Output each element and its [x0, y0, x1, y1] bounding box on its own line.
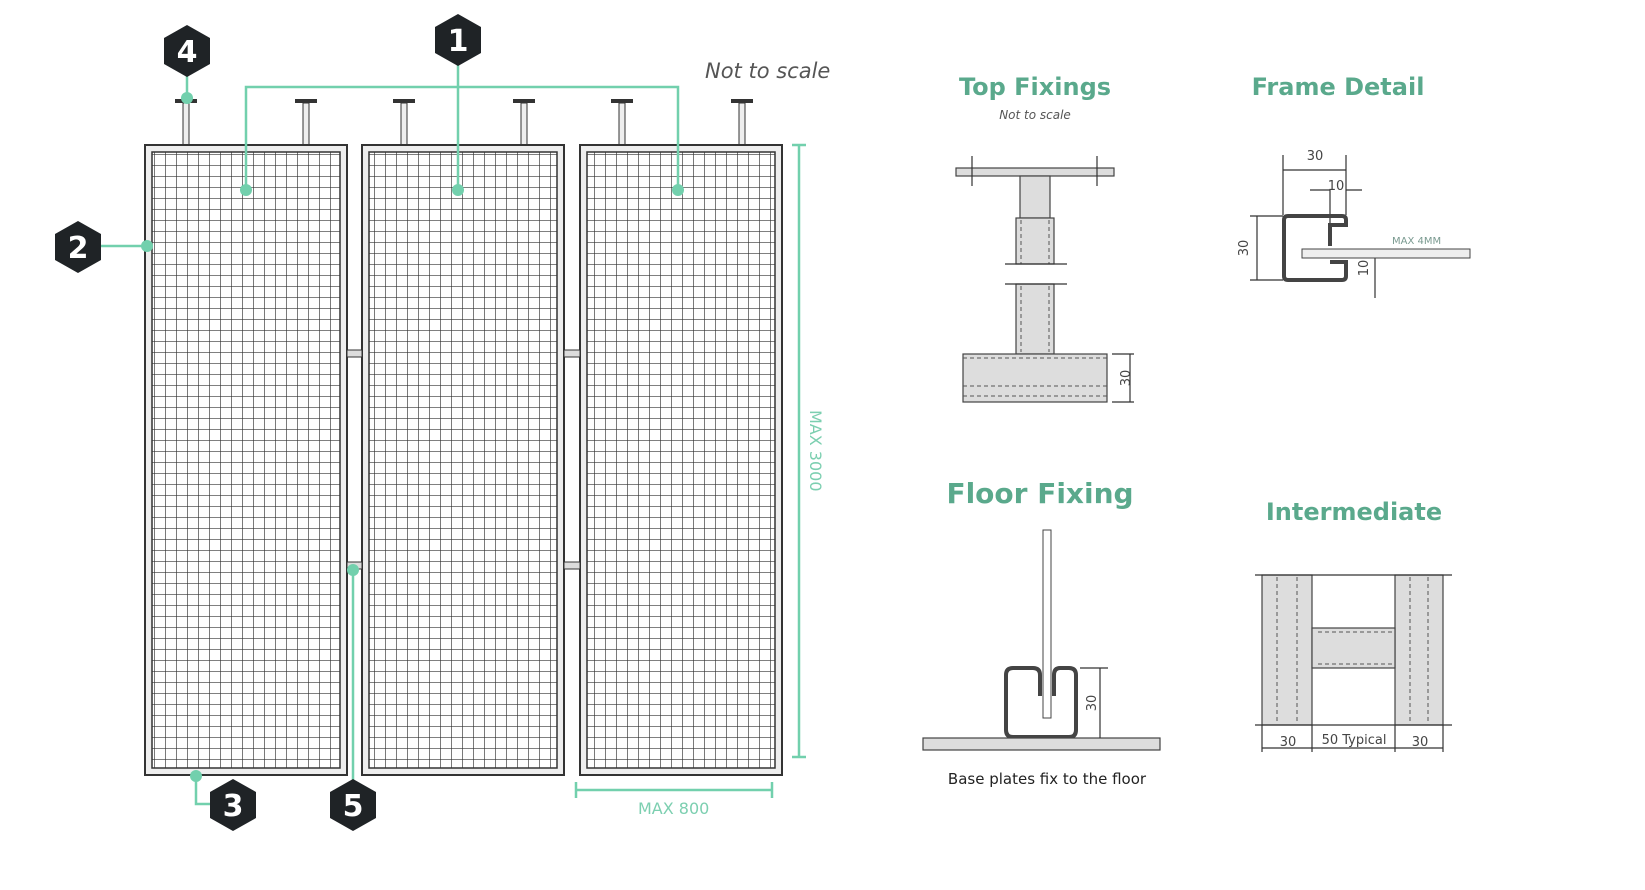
svg-text:5: 5: [343, 789, 364, 824]
height-dimension: MAX 3000: [792, 143, 825, 759]
top-post: [295, 99, 317, 146]
frame-detail: Frame Detail 30 10 30 10 MAX 4MM: [1237, 73, 1471, 298]
svg-text:30: 30: [1085, 695, 1100, 712]
top-post: [611, 99, 633, 146]
callout-leaders: [100, 62, 684, 806]
top-post: [393, 99, 415, 146]
callout-2: 2: [55, 221, 101, 273]
callout-1: 1: [435, 14, 481, 66]
top-post: [731, 99, 753, 146]
svg-text:10: 10: [1328, 179, 1345, 194]
svg-text:MAX 4MM: MAX 4MM: [1392, 236, 1441, 247]
svg-text:2: 2: [68, 231, 89, 266]
svg-text:10: 10: [1357, 260, 1372, 277]
svg-text:3: 3: [223, 789, 244, 824]
not-to-scale-note: Not to scale: [705, 59, 830, 83]
svg-text:50 Typical: 50 Typical: [1322, 733, 1387, 748]
callout-5: 5: [330, 779, 376, 831]
top-fixings-detail: Top Fixings Not to scale 30: [955, 73, 1134, 403]
callout-3: 3: [210, 779, 256, 831]
floor-fixing-detail: Floor Fixing 30 Base plates fix to the f…: [922, 477, 1161, 788]
intermediate-title: Intermediate: [1266, 498, 1442, 526]
svg-text:30: 30: [1280, 735, 1297, 750]
top-post: [513, 99, 535, 146]
callout-4: 4: [164, 25, 210, 77]
mesh-panel-middle: [361, 144, 565, 776]
svg-text:4: 4: [177, 35, 198, 70]
svg-text:30: 30: [1237, 240, 1252, 257]
top-fixings-title: Top Fixings: [959, 73, 1111, 101]
svg-text:30: 30: [1307, 149, 1324, 164]
svg-text:30: 30: [1119, 370, 1134, 387]
mesh-panel-right: [579, 144, 783, 776]
svg-text:MAX 3000: MAX 3000: [806, 410, 825, 492]
svg-text:Not to scale: Not to scale: [999, 108, 1071, 122]
width-dimension: MAX 800: [574, 782, 774, 818]
top-post: [175, 99, 197, 146]
floor-fixing-caption: Base plates fix to the floor: [948, 770, 1147, 788]
top-posts: [175, 99, 753, 146]
floor-fixing-title: Floor Fixing: [946, 477, 1133, 510]
intermediate-detail: Intermediate 30 50 Typical 30: [1255, 498, 1452, 752]
svg-text:1: 1: [448, 24, 469, 59]
frame-detail-title: Frame Detail: [1252, 73, 1425, 101]
svg-text:MAX 800: MAX 800: [638, 799, 709, 818]
svg-text:30: 30: [1412, 735, 1429, 750]
mesh-panel-left: [144, 144, 348, 776]
